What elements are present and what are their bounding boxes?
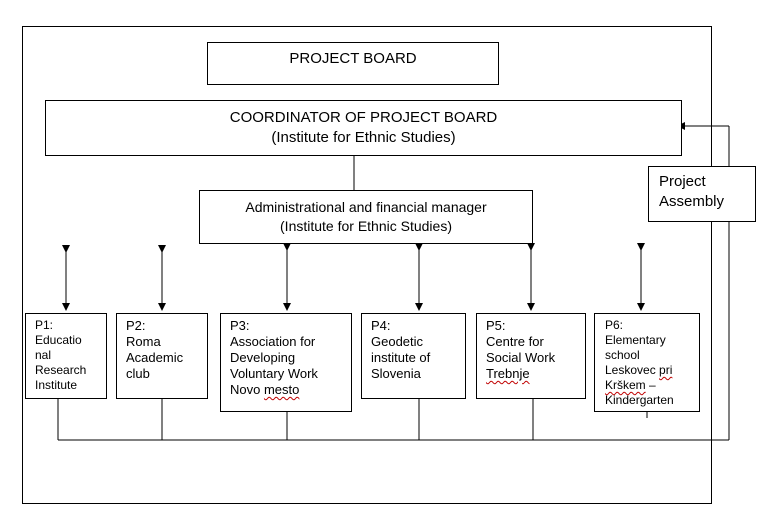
- partner-line: club: [126, 366, 150, 381]
- partner-box-p1: P1: Educatio nal Research Institute: [25, 313, 107, 399]
- manager-box: Administrational and financial manager (…: [199, 190, 533, 244]
- partner-line: Voluntary Work: [230, 366, 318, 381]
- partner-box-p4: P4: Geodetic institute of Slovenia: [361, 313, 466, 399]
- partner-line: Academic: [126, 350, 184, 365]
- partner-line: Slovenia: [371, 366, 421, 381]
- partner-line: Geodetic: [371, 334, 424, 349]
- partner-line: Roma: [126, 334, 161, 349]
- partner-box-p6: P6: Elementary school Leskovec pri Krške…: [594, 313, 700, 412]
- partner-line: Association for: [230, 334, 316, 349]
- partner-id: P2:: [126, 318, 146, 333]
- coordinator-title: COORDINATOR OF PROJECT BOARD: [229, 109, 498, 126]
- partner-id: P4:: [371, 318, 391, 333]
- partner-line: Elementary: [605, 333, 666, 347]
- partner-line: institute of: [371, 350, 431, 365]
- partner-line: Leskovec pri: [605, 363, 673, 377]
- project-board-title: PROJECT BOARD: [289, 50, 417, 67]
- partner-id: P5:: [486, 318, 506, 333]
- coordinator-subtitle: (Institute for Ethnic Studies): [271, 129, 456, 146]
- partner-line: nal: [35, 348, 52, 362]
- project-board-box: PROJECT BOARD: [207, 42, 499, 85]
- partner-id: P6:: [605, 318, 624, 332]
- partner-line: Institute: [35, 378, 78, 392]
- partner-box-p2: P2: Roma Academic club: [116, 313, 208, 399]
- project-assembly-box: Project Assembly: [648, 166, 756, 222]
- partner-box-p5: P5: Centre for Social Work Trebnje: [476, 313, 586, 399]
- partner-line: Kindergarten: [605, 393, 674, 407]
- assembly-line-1: Project: [659, 173, 706, 190]
- partner-id: P3:: [230, 318, 250, 333]
- partner-id: P1:: [35, 318, 54, 332]
- partner-line: Novo mesto: [230, 382, 300, 397]
- partner-line: Educatio: [35, 333, 82, 347]
- partner-line: Krškem –: [605, 378, 656, 392]
- partner-line: Centre for: [486, 334, 544, 349]
- partner-line: Research: [35, 363, 87, 377]
- partner-box-p3: P3: Association for Developing Voluntary…: [220, 313, 352, 412]
- partner-line: Trebnje: [486, 366, 530, 381]
- partner-line: school: [605, 348, 640, 362]
- assembly-line-2: Assembly: [659, 193, 725, 210]
- coordinator-box: COORDINATOR OF PROJECT BOARD (Institute …: [45, 100, 682, 156]
- manager-subtitle: (Institute for Ethnic Studies): [280, 218, 452, 234]
- partner-line: Developing: [230, 350, 296, 365]
- partner-line: Social Work: [486, 350, 556, 365]
- manager-title: Administrational and financial manager: [245, 199, 487, 215]
